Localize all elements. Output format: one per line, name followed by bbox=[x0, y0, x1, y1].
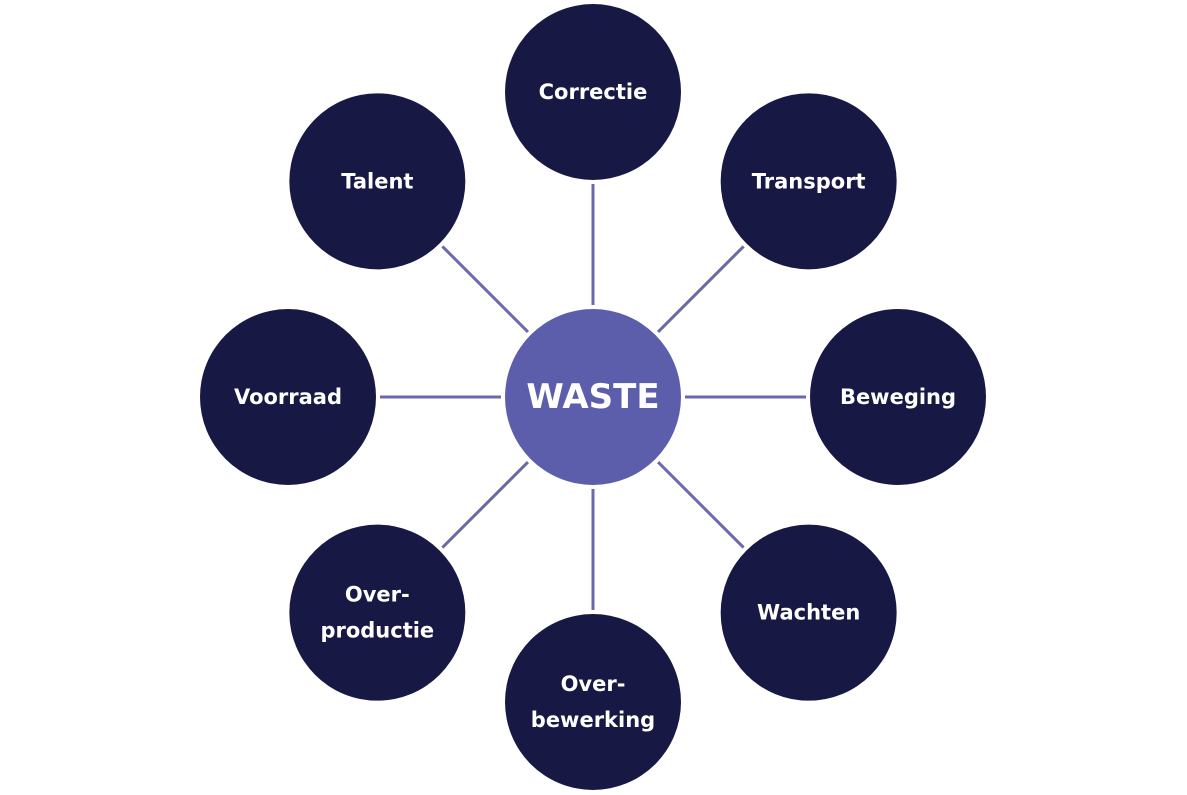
connector-overproductie bbox=[441, 460, 530, 549]
node-label-beweging: Beweging bbox=[840, 385, 956, 409]
node-wachten: Wachten bbox=[720, 524, 897, 701]
node-circle-voorraad bbox=[200, 309, 376, 485]
node-label-wachten: Wachten bbox=[757, 601, 860, 625]
node-label-talent: Talent bbox=[341, 169, 413, 193]
node-label-overbewerking-line-1: Over- bbox=[561, 672, 626, 696]
node-beweging: Beweging bbox=[810, 309, 986, 485]
node-label-transport: Transport bbox=[752, 169, 866, 193]
node-label-overbewerking-line-2: bewerking bbox=[531, 708, 655, 732]
node-overbewerking: Over-bewerking bbox=[505, 614, 681, 790]
node-voorraad: Voorraad bbox=[200, 309, 376, 485]
connector-transport bbox=[656, 245, 745, 334]
connector-wachten bbox=[656, 460, 745, 549]
node-label-overproductie-line-1: Over- bbox=[345, 583, 410, 607]
node-label-overproductie-line-2: productie bbox=[320, 619, 434, 643]
node-overproductie: Over-productie bbox=[289, 524, 466, 701]
center-hub: WASTE bbox=[505, 309, 681, 485]
node-label-correctie: Correctie bbox=[539, 80, 648, 104]
node-label-voorraad: Voorraad bbox=[234, 385, 342, 409]
connector-lines bbox=[380, 184, 806, 610]
node-circle-overbewerking bbox=[505, 614, 681, 790]
node-talent: Talent bbox=[289, 93, 466, 270]
node-transport: Transport bbox=[720, 93, 897, 270]
node-circle-talent bbox=[289, 93, 466, 270]
waste-nodes: CorrectieTransportBewegingWachtenOver-be… bbox=[200, 4, 986, 790]
node-correctie: Correctie bbox=[505, 4, 681, 180]
connector-talent bbox=[441, 245, 530, 334]
center-label: WASTE bbox=[526, 377, 659, 417]
node-circle-overproductie bbox=[289, 524, 466, 701]
node-circle-correctie bbox=[505, 4, 681, 180]
node-circle-wachten bbox=[720, 524, 897, 701]
center-circle bbox=[505, 309, 681, 485]
node-circle-beweging bbox=[810, 309, 986, 485]
node-circle-transport bbox=[720, 93, 897, 270]
